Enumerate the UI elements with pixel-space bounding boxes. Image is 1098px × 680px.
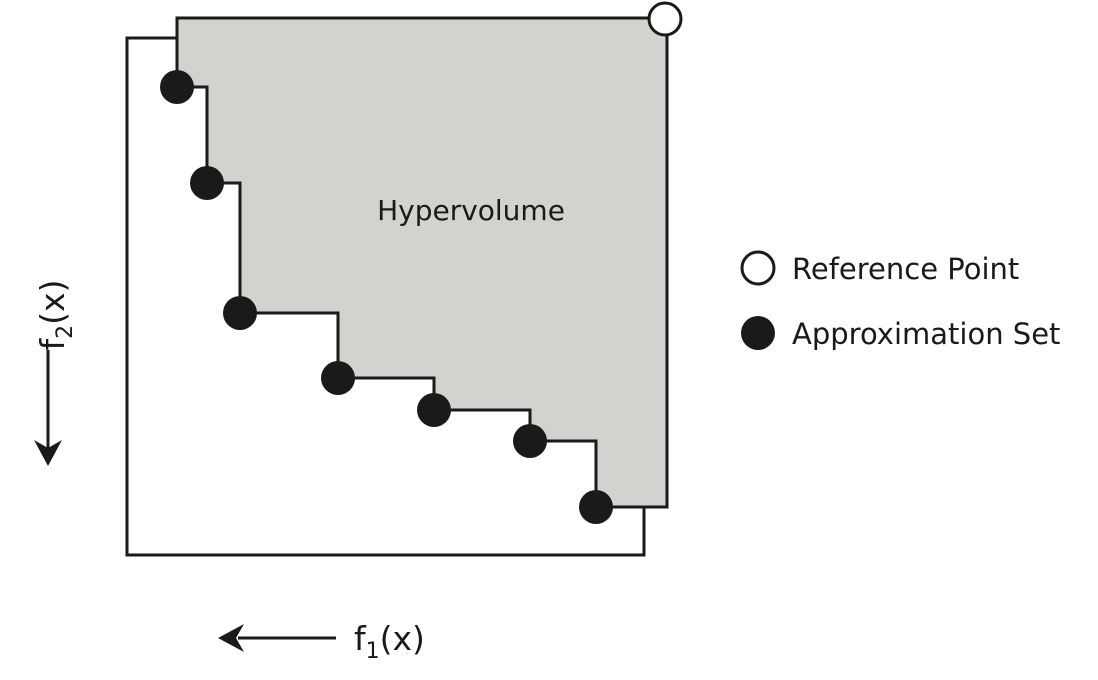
hypervolume-label: Hypervolume (377, 194, 565, 227)
approximation-point (190, 166, 224, 200)
y-axis-label: f2(x) (33, 280, 78, 351)
x-axis-label: f1(x) (354, 619, 425, 664)
approximation-point (579, 490, 613, 524)
y-axis-label-main: f (33, 337, 72, 350)
y-axis-arrow-icon (34, 440, 62, 466)
objective-space-box (125, 36, 646, 557)
x-axis-label-subscript: 1 (366, 639, 380, 664)
reference-point-legend-icon (740, 250, 776, 286)
approximation-point (321, 361, 355, 395)
y-axis-label-group: f2(x) (33, 280, 78, 466)
approximation-set-legend-label: Approximation Set (792, 317, 1060, 351)
approximation-point (417, 393, 451, 427)
reference-point-legend-label: Reference Point (792, 252, 1019, 286)
approximation-set-legend-icon (741, 316, 775, 350)
legend: Reference Point Approximation Set (740, 250, 1060, 351)
x-axis-label-group: f1(x) (218, 619, 425, 664)
y-axis-label-tail: (x) (33, 280, 72, 325)
reference-point (647, 1, 683, 37)
approximation-point (160, 70, 194, 104)
x-axis-label-tail: (x) (380, 619, 425, 658)
approximation-point (223, 296, 257, 330)
hypervolume-region (177, 18, 667, 507)
y-axis-label-subscript: 2 (53, 325, 78, 339)
x-axis-label-main: f (354, 619, 367, 658)
approximation-point (513, 424, 547, 458)
x-axis-arrow-icon (218, 624, 244, 652)
